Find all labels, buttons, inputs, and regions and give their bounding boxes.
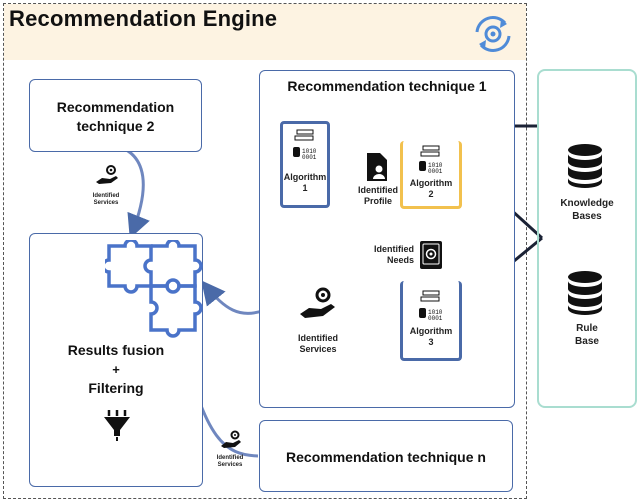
services-hand-gear-icon	[94, 164, 122, 186]
filter-funnel-icon	[102, 406, 132, 442]
technique2-box: Recommendation technique 2	[29, 79, 202, 152]
technique1-title: Recommendation technique 1	[287, 78, 487, 94]
svg-text:1010: 1010	[428, 309, 443, 316]
svg-text:1010: 1010	[428, 162, 443, 169]
technique2-services-label: Identified Services	[92, 193, 120, 206]
svg-text:0001: 0001	[428, 315, 443, 322]
algorithm2-label: Algorithm 2	[409, 178, 453, 199]
svg-text:1010: 1010	[302, 148, 317, 155]
technique1-to-fusion-arrow	[201, 280, 263, 315]
database-icon	[565, 143, 605, 189]
database-icon	[565, 270, 605, 316]
svg-text:0001: 0001	[428, 168, 443, 175]
services-hand-gear-icon	[298, 286, 338, 322]
fusion-plus: +	[112, 362, 120, 377]
identified-profile-label: Identified Profile	[358, 185, 398, 206]
needs-safe-icon	[419, 240, 443, 270]
fusion-line2: Filtering	[88, 380, 144, 396]
technique2-title: Recommendation technique 2	[56, 99, 175, 134]
techniqueN-box: Recommendation technique n	[259, 420, 513, 492]
profile-document-icon	[365, 152, 389, 182]
rule-base-label: Rule Base	[575, 323, 599, 347]
services-hand-gear-icon	[220, 430, 244, 450]
engine-title: Recommendation Engine	[9, 6, 278, 31]
techniqueN-services-label: Identified Services	[216, 455, 244, 468]
sync-gear-icon	[475, 16, 511, 52]
algorithm1-label: Algorithm 1	[283, 172, 327, 193]
identified-services-label: Identified Services	[298, 333, 338, 354]
technique2-to-fusion-arrow	[111, 143, 150, 239]
svg-text:0001: 0001	[302, 154, 317, 161]
techniqueN-title: Recommendation technique n	[286, 449, 486, 465]
technique1-box	[259, 70, 515, 408]
engine-header	[4, 4, 526, 60]
puzzle-icon	[105, 240, 205, 340]
fusion-line1: Results fusion	[67, 342, 165, 358]
knowledge-panel	[537, 69, 637, 408]
knowledge-bases-label: Knowledge Bases	[560, 198, 614, 222]
results-fusion-box	[29, 233, 203, 487]
algorithm3-label: Algorithm 3	[409, 326, 453, 347]
identified-needs-label: Identified Needs	[374, 244, 414, 265]
